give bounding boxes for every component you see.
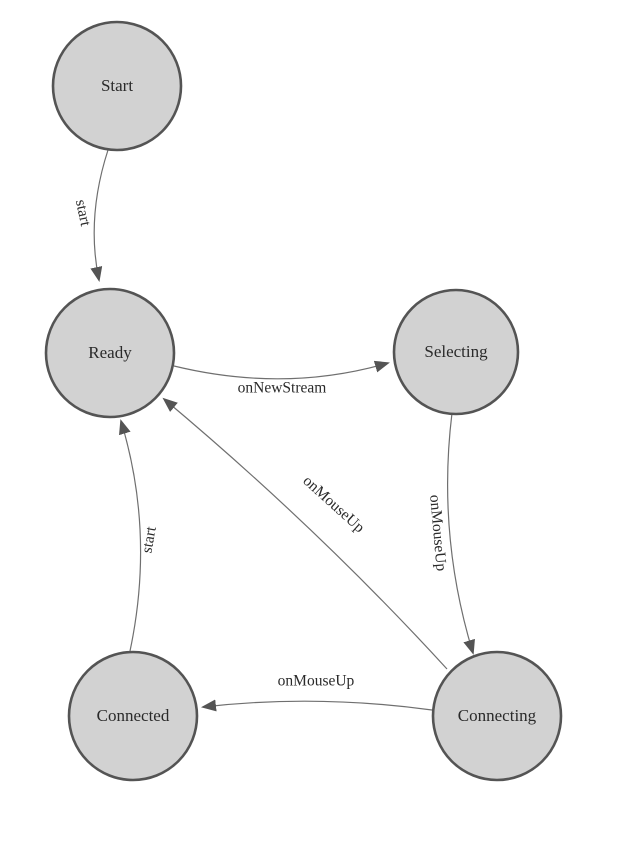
transition-label-start-to-ready: start <box>72 198 94 228</box>
transition-edge-connecting-to-connected <box>201 699 433 712</box>
state-node-connected[interactable]: Connected <box>67 650 199 782</box>
transition-edge-start-to-ready <box>90 149 109 282</box>
state-circle-connecting[interactable] <box>431 650 563 782</box>
state-circle-selecting[interactable] <box>392 288 520 416</box>
transition-label-connecting-to-connected: onMouseUp <box>278 673 355 690</box>
transition-edge-connected-to-ready <box>119 419 142 652</box>
state-circle-ready[interactable] <box>44 287 176 419</box>
state-node-start[interactable]: Start <box>51 20 183 152</box>
edges-layer <box>90 149 475 712</box>
state-circle-start[interactable] <box>51 20 183 152</box>
transition-label-ready-to-selecting: onNewStream <box>238 380 327 397</box>
transition-edge-ready-to-selecting <box>173 360 390 380</box>
state-label-start: Start <box>101 76 133 95</box>
transition-edge-selecting-to-connecting <box>447 412 475 655</box>
transition-edge-connecting-to-ready <box>162 397 448 670</box>
transition-label-connected-to-ready: start <box>138 525 159 555</box>
state-label-connected: Connected <box>97 706 170 725</box>
state-node-ready[interactable]: Ready <box>44 287 176 419</box>
state-label-connecting: Connecting <box>458 706 537 725</box>
state-label-ready: Ready <box>88 343 132 362</box>
state-label-selecting: Selecting <box>424 342 488 361</box>
transition-label-selecting-to-connecting: onMouseUp <box>426 494 450 572</box>
edge-labels-layer: start onNewStream onMouseUp onMouseUp onMous… <box>69 195 452 692</box>
state-circle-connected[interactable] <box>67 650 199 782</box>
state-node-selecting[interactable]: Selecting <box>392 288 520 416</box>
transition-label-connecting-to-ready: onMouseUp <box>299 472 368 536</box>
state-node-connecting[interactable]: Connecting <box>431 650 563 782</box>
